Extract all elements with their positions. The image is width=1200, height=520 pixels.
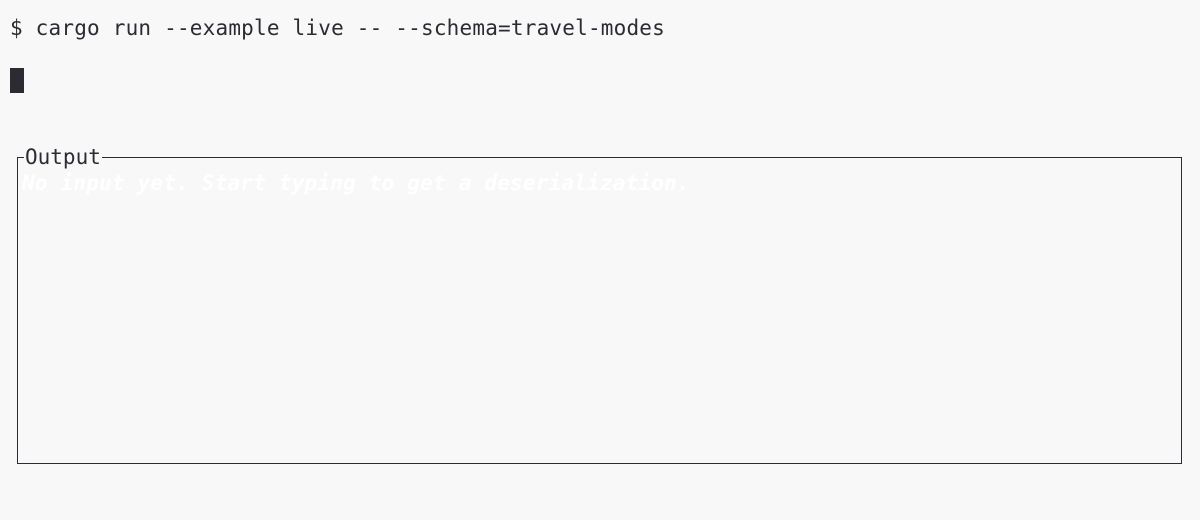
terminal-command: $ cargo run --example live -- --schema=t… bbox=[10, 16, 665, 40]
output-panel: Output No input yet. Start typing to get… bbox=[17, 145, 1182, 464]
input-cursor[interactable] bbox=[10, 68, 24, 93]
output-placeholder: No input yet. Start typing to get a dese… bbox=[22, 171, 690, 195]
output-title: Output bbox=[24, 145, 102, 169]
